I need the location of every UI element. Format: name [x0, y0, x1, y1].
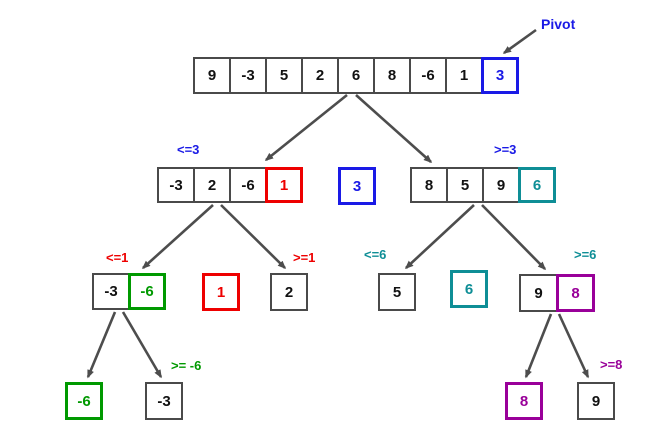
array-left-le3-cell: 1 — [265, 167, 303, 203]
cell-leaf-9: 9 — [577, 382, 615, 420]
arrow-ge6-to-9 — [557, 313, 590, 379]
arrow-left-to-le1 — [141, 204, 214, 270]
arrow-right-to-ge6 — [481, 204, 547, 271]
arrow-le1-to-neg6 — [86, 311, 117, 379]
pivot-label: Pivot — [541, 16, 576, 32]
label-le3: <=3 — [177, 142, 200, 157]
cell-ge1-2: 2 — [270, 273, 308, 311]
array-root-cell: -3 — [229, 57, 267, 94]
cell-leaf-8: 8 — [505, 382, 543, 420]
arrow-left-to-ge1 — [220, 204, 287, 270]
array-root-cell: 3 — [481, 57, 519, 94]
cell-pivot-6: 6 — [450, 270, 488, 308]
array-le1: -3-6 — [92, 273, 166, 310]
label-ge8: >=8 — [600, 357, 623, 372]
array-root-cell: 8 — [373, 57, 411, 94]
label-le1: <=1 — [106, 250, 129, 265]
arrow-ge6-to-8 — [524, 313, 553, 379]
cell-leaf-9-cell: 9 — [577, 382, 615, 420]
array-root-cell: 5 — [265, 57, 303, 94]
label-le6: <=6 — [364, 247, 387, 262]
label-ge3: >=3 — [494, 142, 517, 157]
array-left-le3-cell: -3 — [157, 167, 195, 203]
cell-leaf-neg3: -3 — [145, 382, 183, 420]
arrow-pivot — [502, 28, 537, 55]
array-right-ge3-cell: 8 — [410, 167, 448, 203]
label-ge6: >=6 — [574, 247, 597, 262]
array-right-ge3-cell: 6 — [518, 167, 556, 203]
cell-leaf-neg3-cell: -3 — [145, 382, 183, 420]
arrow-le1-to-neg3 — [121, 311, 163, 379]
array-root-cell: -6 — [409, 57, 447, 94]
array-ge6-cell: 8 — [556, 274, 595, 312]
cell-pivot-1-cell: 1 — [202, 273, 240, 311]
cell-pivot-3-cell: 3 — [338, 167, 376, 205]
cell-leaf-8-cell: 8 — [505, 382, 543, 420]
array-left-le3-cell: -6 — [229, 167, 267, 203]
cell-pivot-1: 1 — [202, 273, 240, 311]
arrow-right-to-le6 — [404, 204, 475, 270]
cell-leaf-neg6-cell: -6 — [65, 382, 103, 420]
arrow-root-left — [264, 93, 348, 162]
cell-le6-5: 5 — [378, 273, 416, 311]
cell-ge1-2-cell: 2 — [270, 273, 308, 311]
cell-le6-5-cell: 5 — [378, 273, 416, 311]
cell-pivot-3: 3 — [338, 167, 376, 205]
array-root-cell: 6 — [337, 57, 375, 94]
array-le1-cell: -6 — [128, 273, 166, 310]
arrow-root-right — [355, 94, 433, 163]
cell-leaf-neg6: -6 — [65, 382, 103, 420]
label-ge-neg6: >= -6 — [171, 358, 202, 373]
array-right-ge3-cell: 5 — [446, 167, 484, 203]
cell-pivot-6-cell: 6 — [450, 270, 488, 308]
label-ge1: >=1 — [293, 250, 316, 265]
array-root-cell: 9 — [193, 57, 231, 94]
